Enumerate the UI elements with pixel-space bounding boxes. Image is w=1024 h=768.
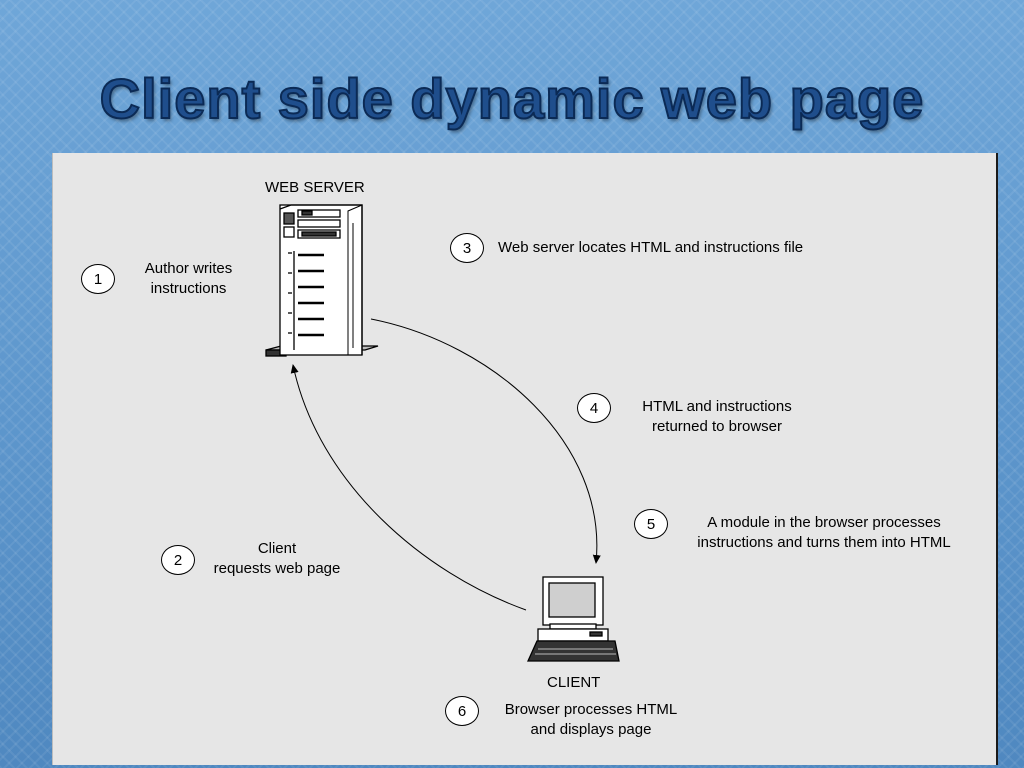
diagram-panel: WEB SERVER CLIENT 1 Author writes instru…	[52, 153, 998, 765]
step-2-line-2: requests web page	[213, 560, 341, 577]
step-4-text: HTML and instructions returned to browse…	[619, 397, 815, 437]
step-2-line-1: Client	[257, 540, 297, 557]
slide-title: Client side dynamic web page	[99, 66, 925, 131]
step-2-badge: 2	[161, 545, 195, 575]
step-6-text: Browser processes HTML and displays page	[485, 700, 697, 740]
response-arrow	[370, 318, 601, 564]
step-5-line-1: A module in the browser processes	[707, 514, 941, 531]
request-arrow	[290, 364, 527, 611]
step-5-line-2: instructions and turns them into HTML	[697, 534, 951, 551]
diagram-graphics	[265, 204, 620, 662]
step-3-badge: 3	[450, 233, 484, 263]
client-computer-icon	[526, 576, 620, 662]
step-6-line-2: and displays page	[530, 721, 652, 738]
client-label: CLIENT	[547, 674, 601, 691]
web-server-label: WEB SERVER	[265, 179, 365, 196]
step-4-line-2: returned to browser	[651, 418, 783, 435]
step-4-line-1: HTML and instructions	[642, 398, 792, 415]
step-1-badge: 1	[81, 264, 115, 294]
step-1-line-2: instructions	[150, 280, 227, 297]
step-4-badge: 4	[577, 393, 611, 423]
step-1-line-1: Author writes	[144, 260, 233, 277]
step-5-badge: 5	[634, 509, 668, 539]
step-5-text: A module in the browser processes instru…	[667, 513, 981, 553]
step-1-text: Author writes instructions	[131, 259, 246, 299]
web-server-icon	[265, 204, 379, 357]
step-2-text: Client requests web page	[197, 539, 357, 579]
step-6-line-1: Browser processes HTML	[504, 701, 678, 718]
step-3-text: Web server locates HTML and instructions…	[498, 239, 804, 256]
step-6-badge: 6	[445, 696, 479, 726]
